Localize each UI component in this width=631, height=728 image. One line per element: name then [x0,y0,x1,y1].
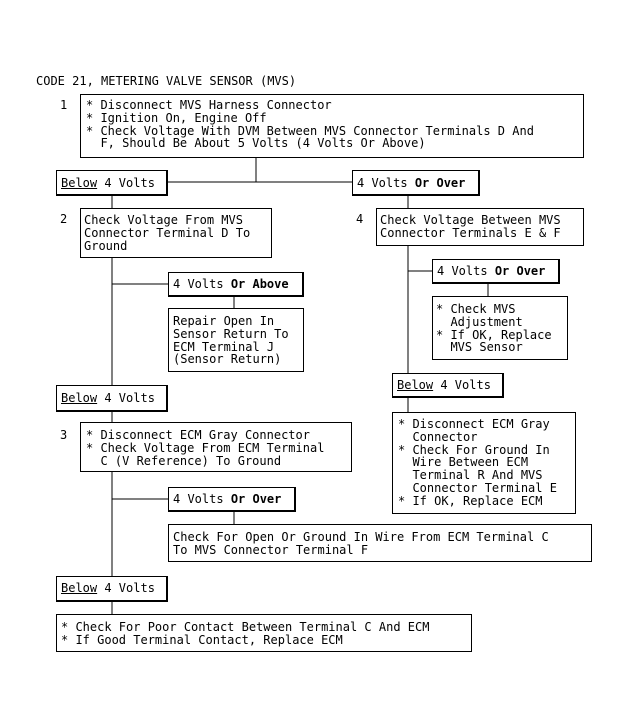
step4-box: Check Voltage Between MVS Connector Term… [376,208,584,246]
check-poor-contact-text: * Check For Poor Contact Between Termina… [61,620,430,647]
step-number: 2 [60,212,68,226]
step-number: 4 [356,212,364,226]
four-volts-text: 4 Volts [104,391,155,405]
branch-below-4-volts: Below 4 Volts [56,576,168,602]
check-open-ground-box: Check For Open Or Ground In Wire From EC… [168,524,592,562]
or-over-text: Or Over [230,492,282,506]
branch-label: 4 Volts Or Over [437,265,545,278]
check-poor-contact-box: * Check For Poor Contact Between Termina… [56,614,472,652]
step1-box: * Disconnect MVS Harness Connector * Ign… [80,94,584,158]
step1-text: * Disconnect MVS Harness Connector * Ign… [86,98,534,151]
repair-open-box: Repair Open In Sensor Return To ECM Term… [168,308,304,372]
below-word: Below [397,378,434,392]
four-volts-text: 4 Volts [104,176,155,190]
branch-label: Below 4 Volts [397,379,491,392]
step2-box: Check Voltage From MVS Connector Termina… [80,208,272,258]
below-word: Below [61,176,98,190]
branch-4-volts-or-above: 4 Volts Or Above [168,272,304,297]
branch-below-4-volts: Below 4 Volts [56,385,168,412]
check-mvs-adjustment-box: * Check MVS Adjustment * If OK, Replace … [432,296,568,360]
four-volts-text: 4 Volts [173,492,224,506]
step-number: 1 [60,98,68,112]
branch-4-volts-or-over: 4 Volts Or Over [168,487,296,512]
branch-label: 4 Volts Or Over [357,177,465,190]
branch-label: 4 Volts Or Over [173,493,281,506]
four-volts-text: 4 Volts [104,581,155,595]
four-volts-text: 4 Volts [440,378,491,392]
branch-below-4-volts: Below 4 Volts [392,373,504,398]
or-over-text: Or Over [494,264,546,278]
disconnect-ecm-text: * Disconnect ECM Gray Connector * Check … [398,417,557,508]
or-over-text: Or Over [414,176,466,190]
branch-label: Below 4 Volts [61,582,155,595]
step4-text: Check Voltage Between MVS Connector Term… [380,213,561,240]
four-volts-text: 4 Volts [357,176,408,190]
branch-4-volts-or-over: 4 Volts Or Over [432,259,560,284]
below-word: Below [61,391,98,405]
branch-4-volts-or-over: 4 Volts Or Over [352,170,480,196]
four-volts-text: 4 Volts [173,277,224,291]
branch-label: Below 4 Volts [61,177,155,190]
check-open-ground-text: Check For Open Or Ground In Wire From EC… [173,530,549,557]
branch-label: 4 Volts Or Above [173,278,289,291]
check-mvs-adjustment-text: * Check MVS Adjustment * If OK, Replace … [436,302,552,355]
branch-label: Below 4 Volts [61,392,155,405]
below-word: Below [61,581,98,595]
branch-below-4-volts: Below 4 Volts [56,170,168,196]
step3-text: * Disconnect ECM Gray Connector * Check … [86,428,325,468]
or-above-text: Or Above [230,277,289,291]
step3-box: * Disconnect ECM Gray Connector * Check … [80,422,352,472]
repair-open-text: Repair Open In Sensor Return To ECM Term… [173,314,289,367]
step2-text: Check Voltage From MVS Connector Termina… [84,213,251,253]
four-volts-text: 4 Volts [437,264,488,278]
step-number: 3 [60,428,68,442]
page-title: CODE 21, METERING VALVE SENSOR (MVS) [36,74,297,88]
disconnect-ecm-box: * Disconnect ECM Gray Connector * Check … [392,412,576,514]
